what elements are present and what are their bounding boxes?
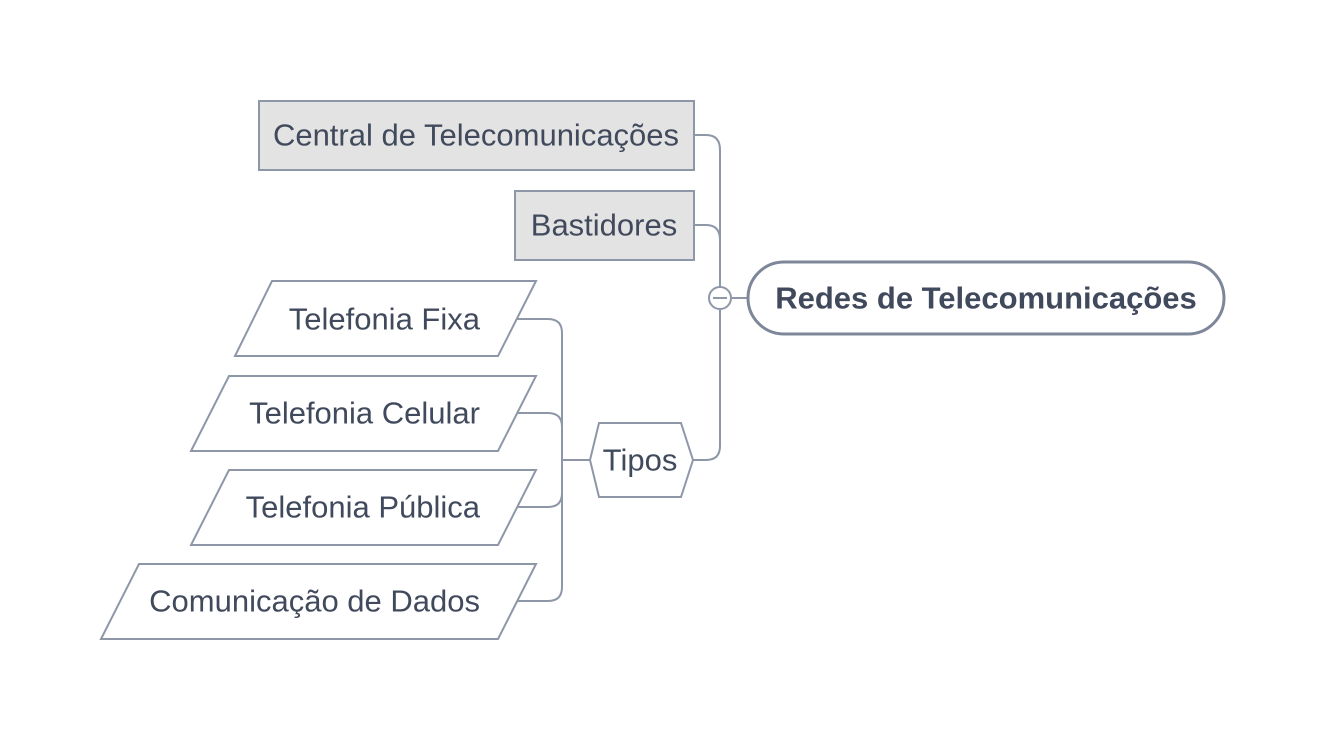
- subtopic-telefonia-fixa[interactable]: Telefonia Fixa: [233, 280, 538, 357]
- root-topic-label: Redes de Telecomunicações: [775, 281, 1197, 316]
- root-topic-box: [746, 260, 1226, 336]
- connector-bastidores: [694, 224, 721, 241]
- topic-tipos-label: Tipos: [603, 443, 678, 478]
- collapse-toggle[interactable]: [708, 286, 732, 310]
- subtopic-telefonia-celular-box: [189, 375, 538, 452]
- topic-central-de-telecomunicacoes[interactable]: Central de Telecomunicações: [258, 100, 695, 171]
- root-topic[interactable]: Redes de Telecomunicações: [746, 260, 1226, 336]
- subtopic-telefonia-fixa-label: Telefonia Fixa: [289, 302, 481, 337]
- topic-central-box: [258, 100, 695, 171]
- connector-telefonia-publica: [516, 492, 563, 508]
- subtopic-telefonia-publica[interactable]: Telefonia Pública: [189, 469, 538, 546]
- topic-central-label: Central de Telecomunicações: [273, 118, 679, 153]
- subtopic-telefonia-celular-label: Telefonia Celular: [249, 396, 480, 431]
- subtopic-telefonia-publica-box: [189, 469, 538, 546]
- topic-tipos[interactable]: Tipos: [588, 422, 695, 498]
- connector-tipos: [693, 445, 721, 461]
- connector-lines: [516, 134, 748, 602]
- subtopic-comunicacao-de-dados[interactable]: Comunicação de Dados: [99, 563, 538, 640]
- subtopic-comunicacao-de-dados-label: Comunicação de Dados: [149, 584, 480, 619]
- subtopic-telefonia-fixa-box: [233, 280, 538, 357]
- topic-bastidores-box: [514, 190, 695, 261]
- connector-comunicacao-dados: [516, 586, 563, 602]
- connector-telefonia-fixa: [516, 318, 563, 334]
- connector-telefonia-celular: [516, 412, 563, 428]
- connector-central: [694, 134, 721, 151]
- topic-tipos-box: [588, 422, 695, 498]
- subtopic-telefonia-celular[interactable]: Telefonia Celular: [189, 375, 538, 452]
- subtopic-telefonia-publica-label: Telefonia Pública: [246, 490, 481, 525]
- subtopic-comunicacao-de-dados-box: [99, 563, 538, 640]
- topic-bastidores[interactable]: Bastidores: [514, 190, 695, 261]
- topic-bastidores-label: Bastidores: [531, 208, 677, 243]
